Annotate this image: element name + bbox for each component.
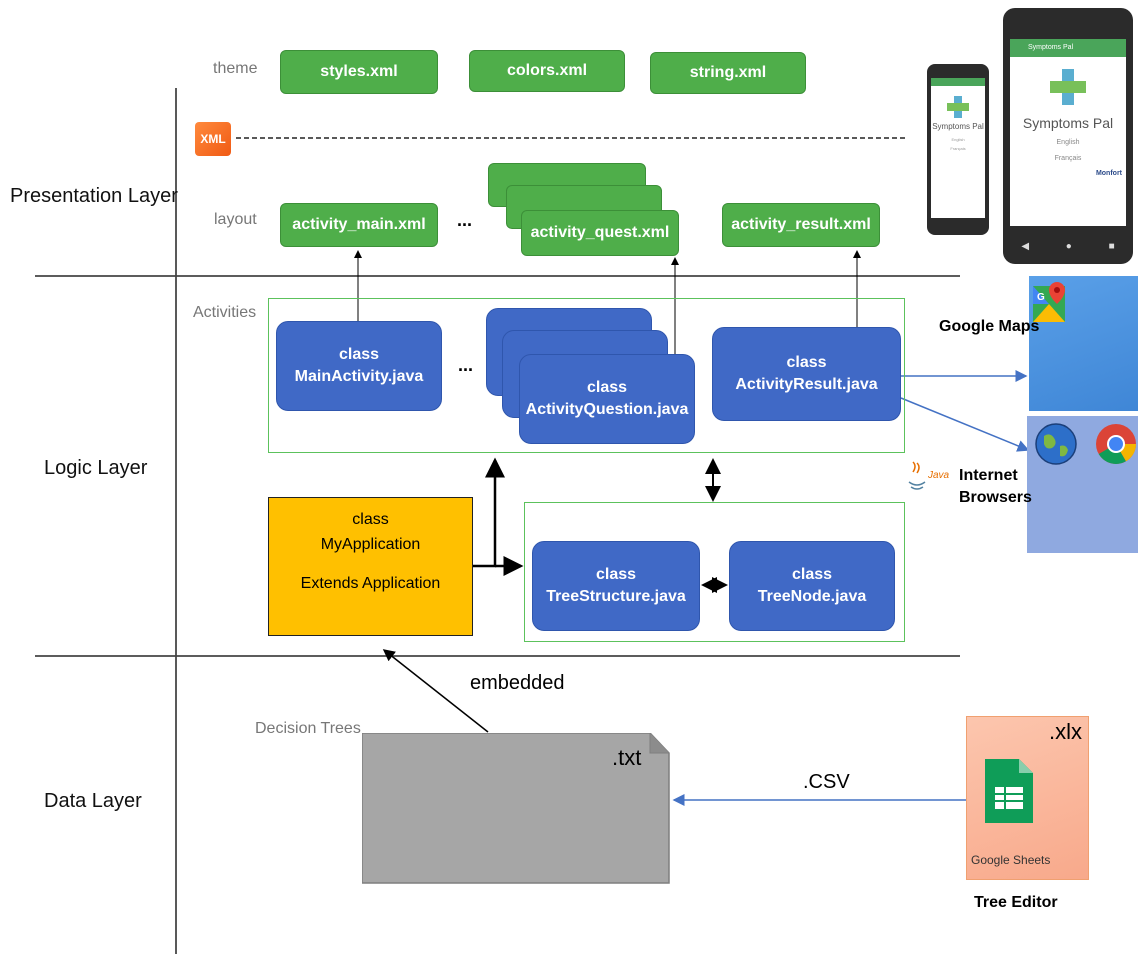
theme-label: theme [213,60,258,77]
phone-large-lang1: English [1056,139,1080,146]
phone-large-appbar: Symptoms Pal [1010,39,1126,57]
tree-node-line2: TreeNode.java [757,588,867,605]
layout-label: layout [214,211,257,228]
main-activity-line1: class [338,346,380,364]
tree-editor-label: Tree Editor [974,894,1058,911]
styles-xml-box: styles.xml [280,50,438,94]
phone-large-screen: Symptoms Pal Symptoms Pal English França… [1010,39,1126,226]
internet-browsers-label: Internet Browsers [959,465,1032,510]
activity-result-line2: ActivityResult.java [735,376,878,393]
tree-structure-line2: TreeStructure.java [546,588,686,605]
phone-large-lang2: Français [1054,155,1082,162]
google-maps-label: Google Maps [939,318,1040,335]
globe-icon [1034,422,1078,466]
phone-large: Symptoms Pal Symptoms Pal English França… [1003,8,1133,264]
arrow-result-to-browsers [900,397,1030,452]
java-logo-icon: Java [907,460,950,496]
data-layer-label: Data Layer [44,790,142,812]
activity-result-xml-box: activity_result.xml [722,203,880,247]
xml-badge-icon: XML [195,122,231,156]
tree-node-line1: class [791,566,833,584]
arrow-embedded [382,649,489,733]
activity-quest-xml-box: activity_quest.xml [521,210,679,256]
browsers-line2: Browsers [959,489,1032,507]
activities-ellipsis: ... [458,355,474,375]
txt-extension: .txt [612,745,642,770]
google-maps-icon: G [1031,280,1071,326]
phone-large-logo-icon [1050,69,1086,105]
google-sheets-label: Google Sheets [971,853,1051,867]
embedded-label: embedded [470,672,565,694]
tree-editor-panel: .xlx Google Sheets [966,716,1089,880]
nav-home-icon: ● [1065,241,1072,252]
tree-node-box: class TreeNode.java [729,541,895,631]
phone-large-title: Symptoms Pal [1022,115,1114,131]
main-activity-box: class MainActivity.java [276,321,442,411]
string-xml-box: string.xml [650,52,806,94]
main-activity-line2: MainActivity.java [294,368,424,385]
svg-text:G: G [1037,292,1045,303]
csv-label: .CSV [803,771,850,793]
myapp-line2: MyApplication [320,535,421,553]
myapp-line3: Extends Application [300,574,441,592]
layout-ellipsis: ... [457,210,473,230]
presentation-layer-label: Presentation Layer [10,185,178,207]
activity-question-line1: class [586,379,628,397]
phone-large-navbar: ◀ ● ■ [1003,241,1133,252]
xlx-label: .xlx [1049,719,1082,744]
activities-label: Activities [193,304,257,321]
phone-small-screen: Symptoms Pal English Français [931,78,985,218]
myapplication-box: class MyApplication Extends Application [268,497,473,636]
txt-file-shape: .txt [362,733,670,884]
java-logo-text: Java [928,470,950,481]
activity-result-box: class ActivityResult.java [712,327,901,421]
phone-small-lang1: English [951,137,965,142]
arrow-myapp-to-activities [473,457,505,568]
phone-large-brand: Monfort [1095,170,1122,177]
nav-recent-icon: ■ [1108,241,1115,252]
phone-small-logo-icon [947,96,969,118]
tree-structure-box: class TreeStructure.java [532,541,700,631]
tree-container [524,502,905,642]
tree-structure-line1: class [595,566,637,584]
google-sheets-icon [985,759,1033,823]
logic-layer-label: Logic Layer [44,457,148,479]
browsers-line1: Internet [959,467,1018,484]
activity-main-xml-box: activity_main.xml [280,203,438,247]
phone-small-lang2: Français [950,146,966,151]
activities-container [268,298,905,453]
activity-question-line2: ActivityQuestion.java [525,401,689,418]
nav-back-icon: ◀ [1021,241,1030,252]
myapp-line1: class [352,511,389,528]
colors-xml-box: colors.xml [469,50,625,92]
chrome-icon [1094,422,1138,466]
phone-small-title: Symptoms Pal [932,122,984,131]
activity-question-box: class ActivityQuestion.java [519,354,695,444]
decision-trees-label: Decision Trees [255,720,361,737]
phone-small: Symptoms Pal English Français [927,64,989,235]
activity-result-line1: class [786,354,827,372]
